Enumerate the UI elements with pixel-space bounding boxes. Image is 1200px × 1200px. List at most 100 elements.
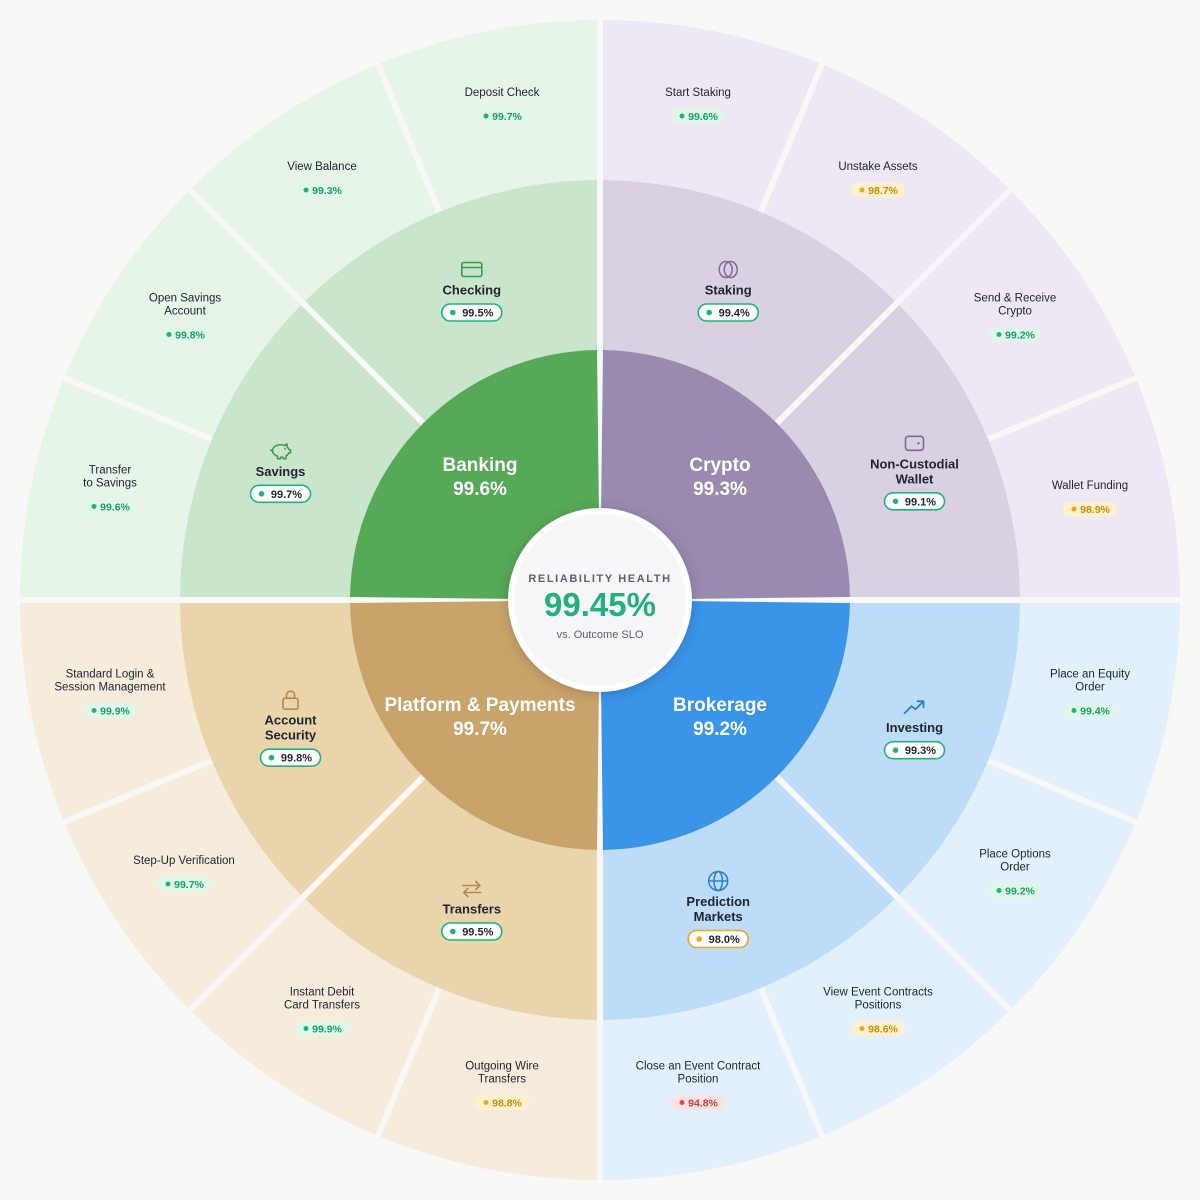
- journey-badge-open-savings-account: 99.8%: [158, 327, 212, 342]
- badge-value: 99.9%: [312, 1023, 342, 1035]
- badge-pill: [83, 703, 137, 718]
- journey-badge-view-event-contracts-positions: 98.6%: [851, 1021, 905, 1036]
- badge-value: 99.7%: [174, 879, 204, 891]
- badge-value: 98.9%: [1080, 504, 1110, 516]
- status-dot: [859, 187, 865, 193]
- badge-pill: [851, 1021, 905, 1036]
- status-dot: [996, 888, 1002, 893]
- journey-segment-transfer-to-savings[interactable]: [20, 380, 211, 597]
- badge-value: 99.8%: [281, 753, 312, 765]
- product-segment-prediction-markets[interactable]: [602, 778, 895, 1020]
- badge-pill: [1063, 703, 1117, 718]
- journey-segment-outgoing-wire-transfers[interactable]: [380, 989, 597, 1180]
- journey-badge-wallet-funding: 98.9%: [1063, 501, 1117, 517]
- journey-badge-start-staking: 99.6%: [671, 108, 725, 124]
- badge-value: 99.3%: [905, 745, 936, 757]
- status-dot: [165, 881, 171, 887]
- journey-badge-place-an-equity-order: 99.4%: [1063, 703, 1117, 718]
- journey-segment-instant-debit-card-transfers[interactable]: [192, 899, 437, 1135]
- badge-pill: [249, 484, 312, 504]
- journey-badge-standard-login-session-management: 99.9%: [83, 703, 137, 718]
- product-name-investing: Investing: [886, 720, 943, 735]
- badge-value: 99.1%: [905, 496, 936, 508]
- badge-pill: [687, 929, 749, 949]
- badge-pill: [475, 108, 529, 124]
- badge-value: 99.2%: [1005, 329, 1035, 341]
- domain-name-brokerage: Brokerage: [673, 695, 767, 716]
- badge-pill: [441, 303, 503, 322]
- status-dot: [679, 1100, 685, 1105]
- journey-badge-view-balance: 99.3%: [295, 182, 349, 198]
- badge-value: 99.9%: [100, 705, 130, 717]
- product-segment-savings[interactable]: [180, 305, 422, 598]
- badge-pill: [157, 876, 211, 892]
- journey-badge-unstake-assets: 98.7%: [851, 182, 905, 198]
- product-badge-checking: 99.5%: [441, 303, 503, 322]
- journey-segment-wallet-funding[interactable]: [989, 380, 1180, 597]
- badge-value: 99.8%: [175, 329, 205, 341]
- journey-name-standard-login-session-management: Standard Login &Session Management: [54, 669, 166, 694]
- domain-value-crypto: 99.3%: [693, 479, 747, 500]
- journey-segment-close-an-event-contract-position[interactable]: [603, 989, 820, 1180]
- badge-value: 99.6%: [100, 501, 130, 513]
- product-segment-transfers[interactable]: [305, 778, 598, 1020]
- product-segment-checking[interactable]: [305, 180, 598, 422]
- journey-badge-outgoing-wire-transfers: 98.8%: [475, 1095, 529, 1110]
- badge-pill: [671, 108, 725, 124]
- status-dot: [303, 1026, 309, 1031]
- product-segment-non-custodial-wallet[interactable]: [778, 305, 1020, 598]
- product-badge-non-custodial-wallet: 99.1%: [883, 492, 946, 511]
- badge-value: 99.5%: [462, 308, 493, 320]
- badge-value: 94.8%: [688, 1097, 718, 1109]
- status-dot: [892, 498, 899, 505]
- product-segment-staking[interactable]: [602, 180, 895, 422]
- status-dot: [706, 309, 712, 316]
- badge-pill: [1063, 501, 1117, 517]
- domain-name-platform-payments: Platform & Payments: [384, 695, 575, 716]
- product-badge-prediction-markets: 98.0%: [687, 929, 749, 949]
- journey-name-unstake-assets: Unstake Assets: [838, 161, 918, 173]
- product-name-staking: Staking: [705, 283, 752, 298]
- journey-name-wallet-funding: Wallet Funding: [1052, 480, 1128, 492]
- badge-pill: [259, 748, 322, 767]
- journey-badge-send-receive-crypto: 99.2%: [988, 327, 1042, 342]
- product-badge-investing: 99.3%: [883, 740, 946, 760]
- status-dot: [450, 309, 456, 316]
- status-dot: [450, 928, 456, 935]
- badge-value: 98.0%: [709, 934, 740, 946]
- badge-pill: [883, 740, 946, 760]
- status-dot: [696, 936, 702, 942]
- product-badge-transfers: 99.5%: [441, 922, 503, 941]
- badge-value: 98.7%: [868, 185, 898, 197]
- badge-value: 99.6%: [688, 111, 718, 123]
- badge-pill: [988, 327, 1042, 342]
- journey-segment-open-savings-account[interactable]: [65, 192, 301, 437]
- badge-pill: [83, 499, 137, 514]
- badge-pill: [475, 1095, 529, 1110]
- badge-pill: [988, 883, 1042, 898]
- journey-segment-send-receive-crypto[interactable]: [899, 192, 1135, 437]
- status-dot: [859, 1026, 865, 1031]
- badge-pill: [295, 182, 349, 198]
- domain-name-banking: Banking: [443, 455, 518, 476]
- status-dot: [483, 1100, 489, 1105]
- journey-segment-view-event-contracts-positions[interactable]: [763, 899, 1008, 1135]
- product-badge-account-security: 99.8%: [259, 748, 322, 767]
- badge-pill: [441, 922, 503, 941]
- status-dot: [1071, 708, 1077, 713]
- journey-name-deposit-check: Deposit Check: [465, 87, 540, 99]
- badge-value: 99.2%: [1005, 885, 1035, 897]
- badge-pill: [697, 303, 759, 322]
- badge-value: 99.5%: [462, 926, 493, 938]
- product-name-savings: Savings: [256, 464, 306, 479]
- product-badge-savings: 99.7%: [249, 484, 312, 504]
